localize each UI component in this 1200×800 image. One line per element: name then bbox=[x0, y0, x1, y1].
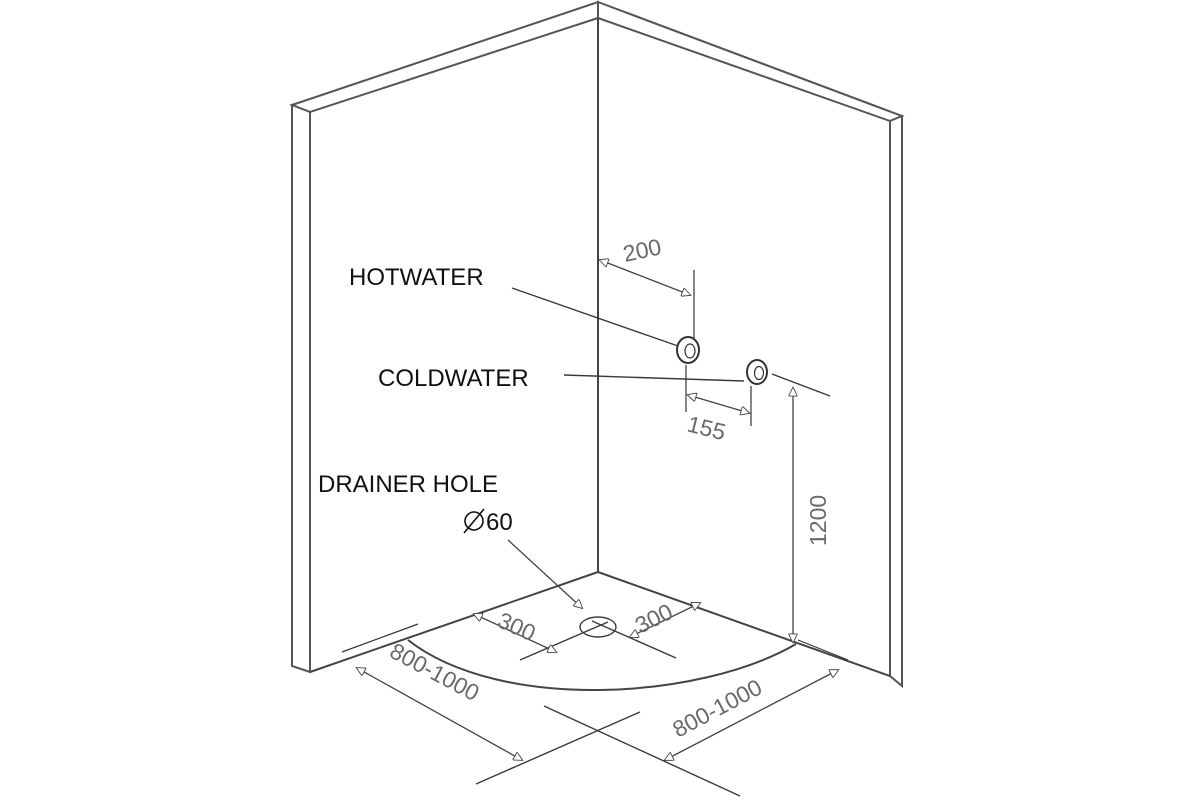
left-wall bbox=[289, 0, 599, 674]
front-construction-line-2 bbox=[475, 711, 641, 785]
drain-axis-right bbox=[519, 621, 609, 661]
front-construction-line-1 bbox=[543, 705, 741, 797]
width-right-dimension-arrow bbox=[665, 670, 838, 760]
cold-water-leader-line bbox=[563, 374, 745, 382]
drain-left-dimension-label: 300 bbox=[494, 607, 540, 646]
cold-water-label: COLDWATER bbox=[378, 365, 529, 392]
pipe-spacing-dimension-label: 155 bbox=[685, 411, 729, 446]
pipe-height-dimension-label: 1200 bbox=[805, 495, 831, 546]
cold-water-axis-line bbox=[771, 373, 831, 397]
cold-water-inlet bbox=[746, 359, 768, 385]
diameter-icon bbox=[463, 508, 485, 534]
hot-offset-dimension-arrow bbox=[600, 260, 690, 295]
width-right-extension-line bbox=[797, 639, 849, 661]
width-left-extension-line bbox=[341, 623, 419, 653]
right-wall bbox=[597, 0, 905, 689]
shower-tray-curve bbox=[407, 639, 797, 692]
width-right-dimension-label: 800-1000 bbox=[668, 674, 766, 743]
drainer-diameter-value: 60 bbox=[486, 509, 513, 536]
hot-water-label: HOTWATER bbox=[349, 264, 484, 291]
drain-right-dimension-arrow bbox=[630, 603, 700, 637]
hot-water-leader-line bbox=[511, 287, 679, 347]
drain-hole bbox=[579, 616, 617, 638]
drain-leader-arrow bbox=[507, 539, 582, 608]
drainer-hole-label: DRAINER HOLE bbox=[318, 471, 498, 498]
hot-water-inlet bbox=[676, 336, 700, 364]
pipe-spacing-dimension-arrow bbox=[688, 395, 749, 413]
hot-offset-dimension-label: 200 bbox=[621, 233, 664, 266]
drain-left-dimension-arrow bbox=[474, 614, 556, 652]
right-wall-bottom-edge bbox=[597, 571, 891, 677]
drain-axis-left bbox=[591, 620, 677, 659]
left-wall-bottom-edge bbox=[309, 571, 599, 673]
drain-right-dimension-label: 300 bbox=[631, 598, 677, 638]
width-left-dimension-arrow bbox=[357, 668, 522, 760]
